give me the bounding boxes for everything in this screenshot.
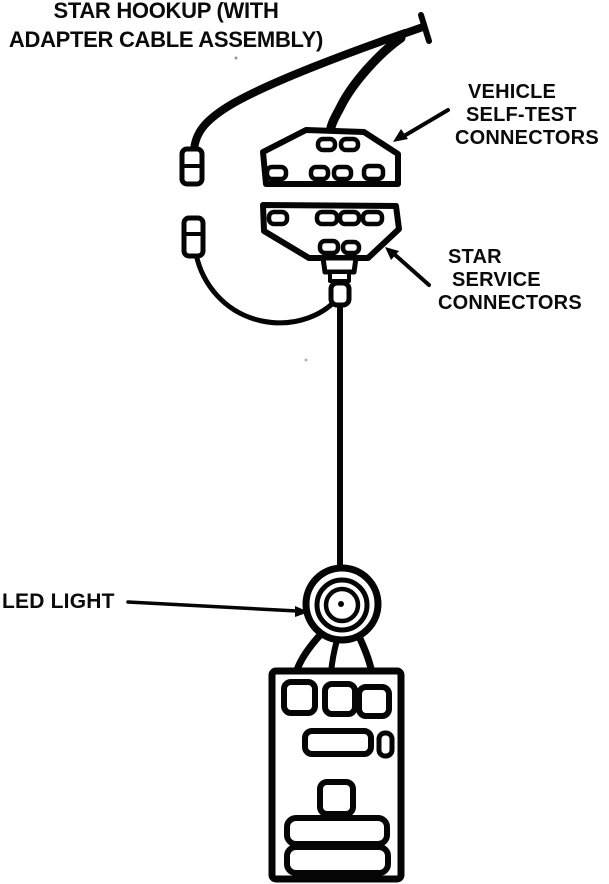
star-service-connector-pins (266, 209, 385, 256)
arrow-to-led-light (126, 600, 309, 617)
diagram-title-line-2: ADAPTER CABLE ASSEMBLY) (8, 27, 324, 52)
vehicle-self-test-connector-pins (264, 136, 386, 182)
star-service-connector (260, 202, 402, 308)
callout-star-service-connectors: STAR SERVICE CONNECTORS (438, 246, 582, 314)
arrow-to-vehicle-self-test-connector (393, 108, 450, 142)
tester-side-button (376, 730, 395, 759)
star-tester-unit (268, 667, 405, 883)
vehicle-self-test-connector (260, 127, 401, 187)
adapter-cable-assembly (190, 12, 432, 155)
cable-tip-bar (418, 12, 432, 44)
connector-stub (320, 255, 359, 275)
tester-slot-2 (284, 844, 391, 876)
callout-vehicle-self-test-connectors: VEHICLE SELF-TEST CONNECTORS (455, 81, 599, 149)
tester-display-slot (302, 728, 374, 757)
inline-connector-upper (179, 146, 205, 187)
led-light (302, 564, 382, 644)
diagram-title-line-1: STAR HOOKUP (WITH (53, 0, 279, 23)
diagram-title: STAR HOOKUP (WITH ADAPTER CABLE ASSEMBLY… (0, 0, 332, 54)
adapter-cable-right-branch (325, 33, 406, 138)
cable-plug (328, 280, 352, 308)
arrow-to-star-service-connector (385, 247, 431, 287)
scan-specks (234, 56, 308, 362)
jumper-cable (193, 251, 342, 326)
tester-sockets (281, 679, 392, 719)
cable-tip-stem (399, 23, 427, 38)
callout-led-light: LED LIGHT (2, 590, 115, 613)
tester-button (317, 779, 356, 817)
adapter-cable-left-branch (190, 29, 409, 155)
connector-stub-neck (328, 270, 351, 283)
inline-connector-lower (181, 215, 206, 259)
